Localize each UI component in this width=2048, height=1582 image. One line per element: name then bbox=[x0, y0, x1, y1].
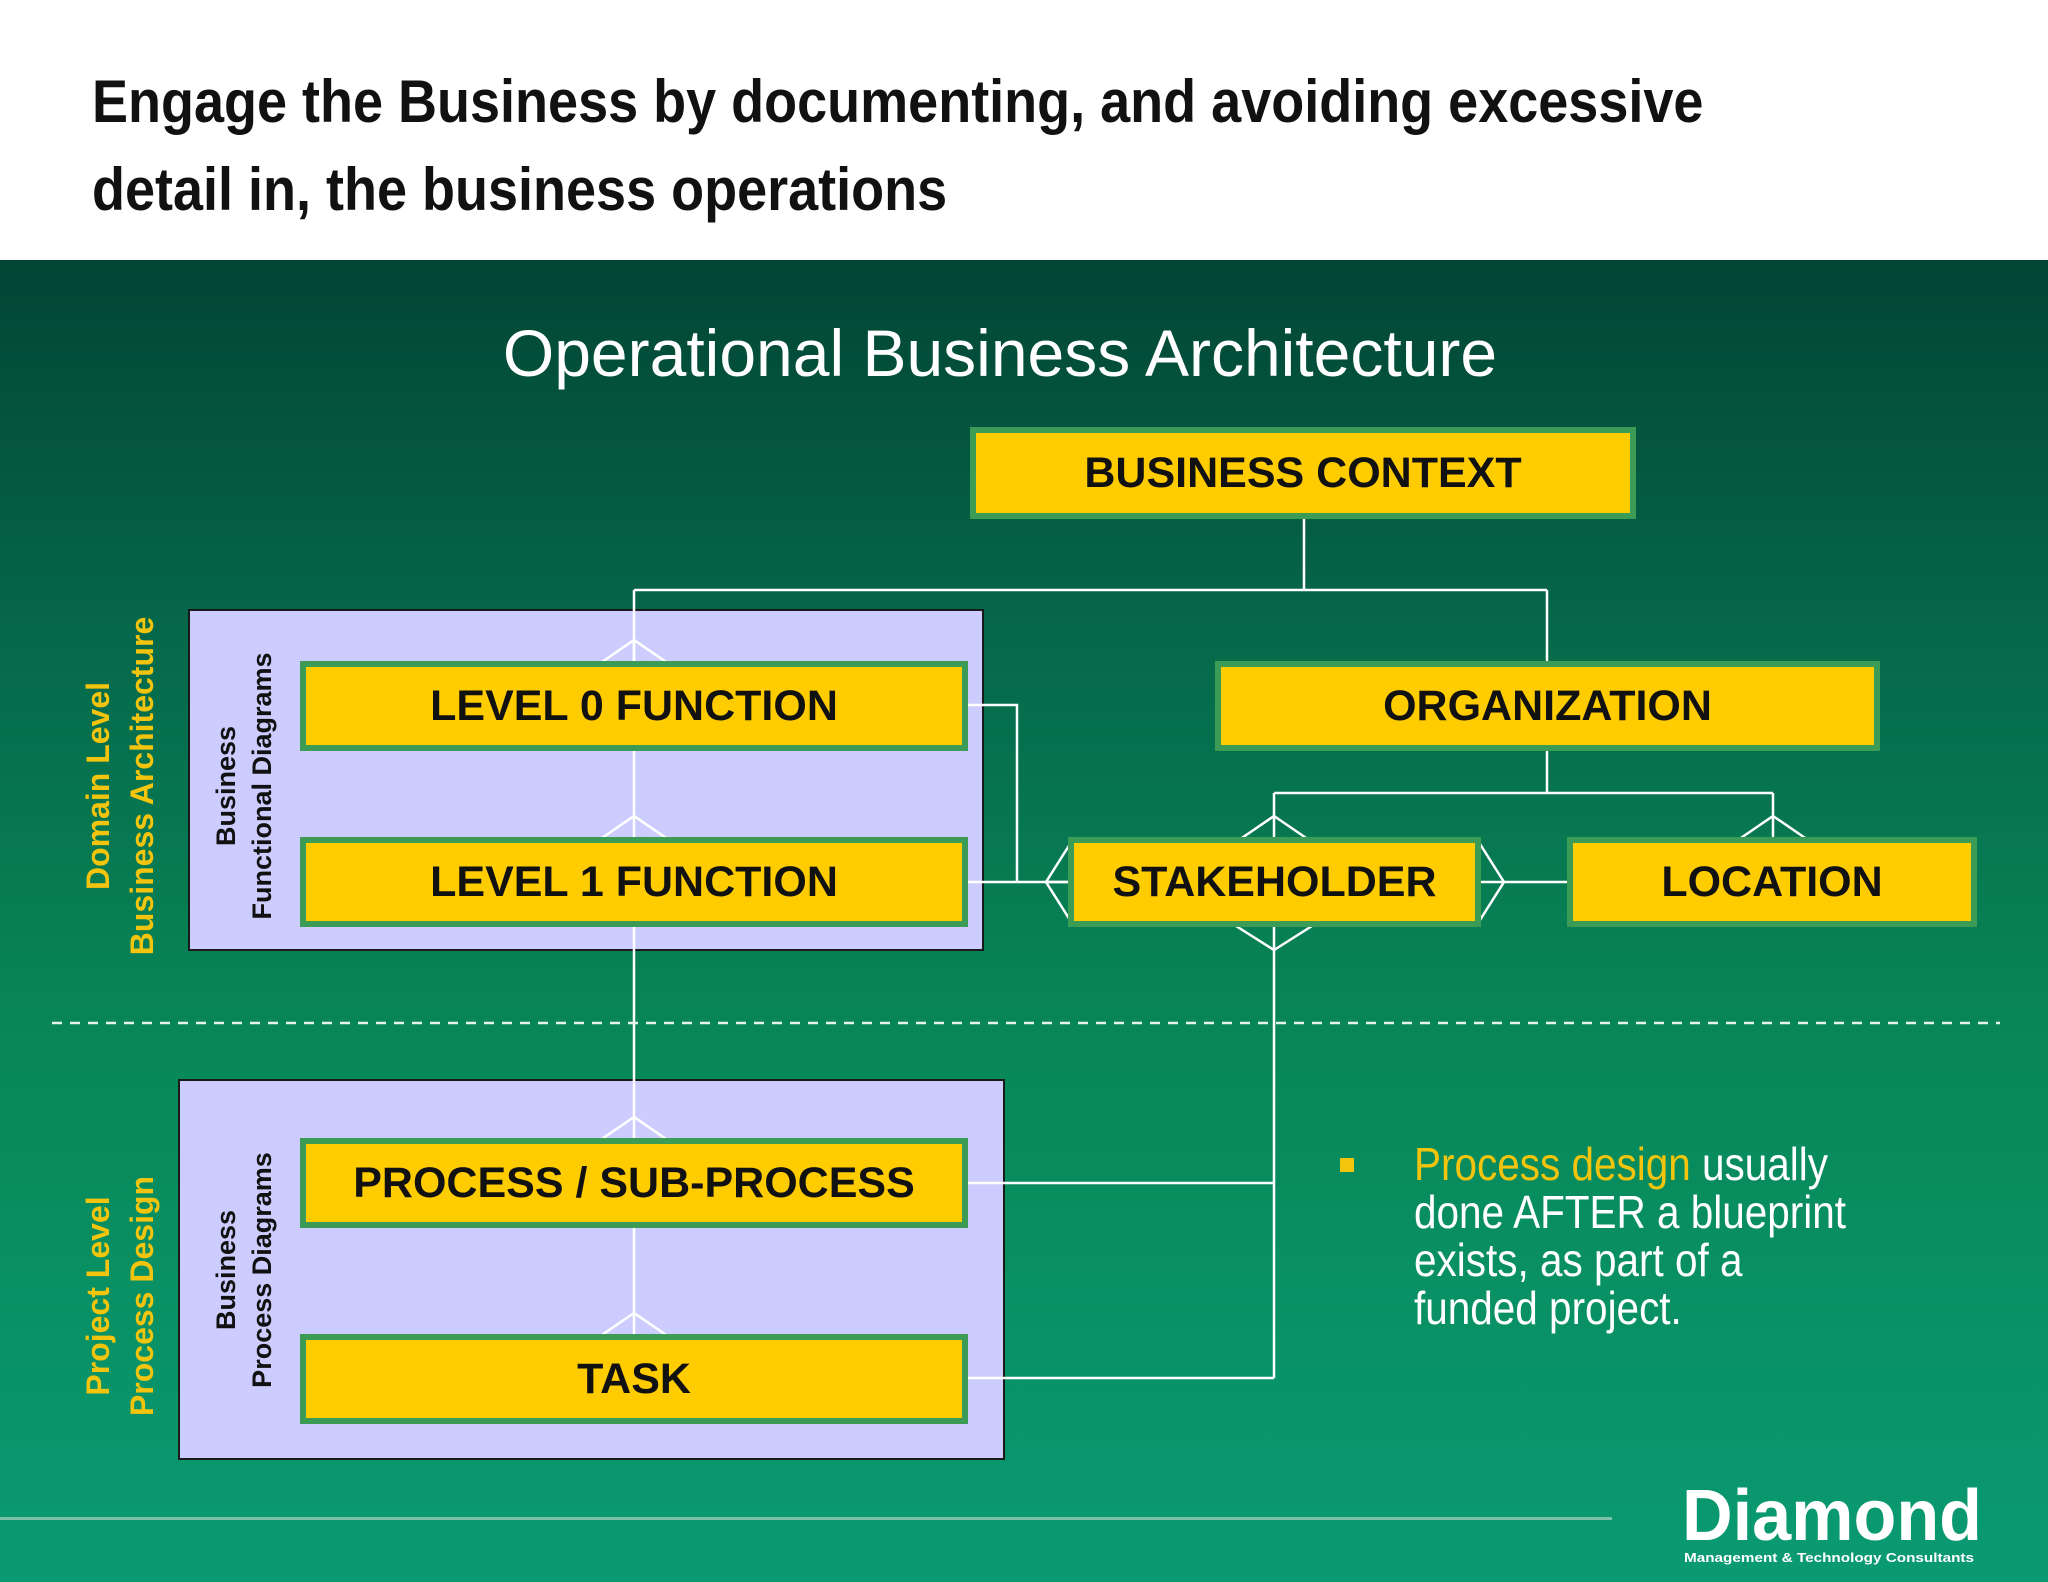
note-bullet bbox=[1340, 1158, 1354, 1172]
location-crowfoot-top bbox=[1734, 814, 1812, 844]
stakeholder-crowfoot-left bbox=[1044, 843, 1072, 921]
logo-tagline: Management & Technology Consultants bbox=[1684, 1550, 1974, 1565]
process-design-note: Process design usually done AFTER a blue… bbox=[1414, 1140, 1872, 1332]
note-highlight: Process design bbox=[1414, 1138, 1691, 1190]
level0-to-stakeholder-line bbox=[966, 703, 1019, 882]
slide-header: Engage the Business by documenting, and … bbox=[0, 0, 2048, 260]
stakeholder-crowfoot-bottom bbox=[1235, 924, 1313, 952]
task-box: TASK bbox=[300, 1334, 968, 1424]
location-box: LOCATION bbox=[1567, 837, 1977, 927]
stakeholder-crowfoot-right bbox=[1478, 843, 1506, 921]
level-0-function-box: LEVEL 0 FUNCTION bbox=[300, 661, 968, 751]
level1-crowfoot bbox=[595, 814, 673, 844]
footer-rule bbox=[0, 1517, 1612, 1520]
stakeholder-box: STAKEHOLDER bbox=[1068, 837, 1481, 927]
stakeholder-crowfoot-top bbox=[1235, 814, 1313, 844]
slide-headline: Engage the Business by documenting, and … bbox=[92, 68, 1704, 223]
logo-wordmark: Diamond bbox=[1682, 1478, 1982, 1556]
business-context-box: BUSINESS CONTEXT bbox=[970, 427, 1636, 519]
level-1-function-box: LEVEL 1 FUNCTION bbox=[300, 837, 968, 927]
diamond-logo: Diamond Management & Technology Consulta… bbox=[1682, 1478, 1982, 1565]
process-crowfoot bbox=[595, 1115, 673, 1145]
process-sub-process-box: PROCESS / SUB-PROCESS bbox=[300, 1138, 968, 1228]
organization-box: ORGANIZATION bbox=[1215, 661, 1880, 751]
task-crowfoot bbox=[595, 1311, 673, 1341]
diagram-title: Operational Business Architecture bbox=[502, 316, 1498, 390]
note-text: usually done AFTER a blueprint exists, a… bbox=[1414, 1138, 1847, 1334]
